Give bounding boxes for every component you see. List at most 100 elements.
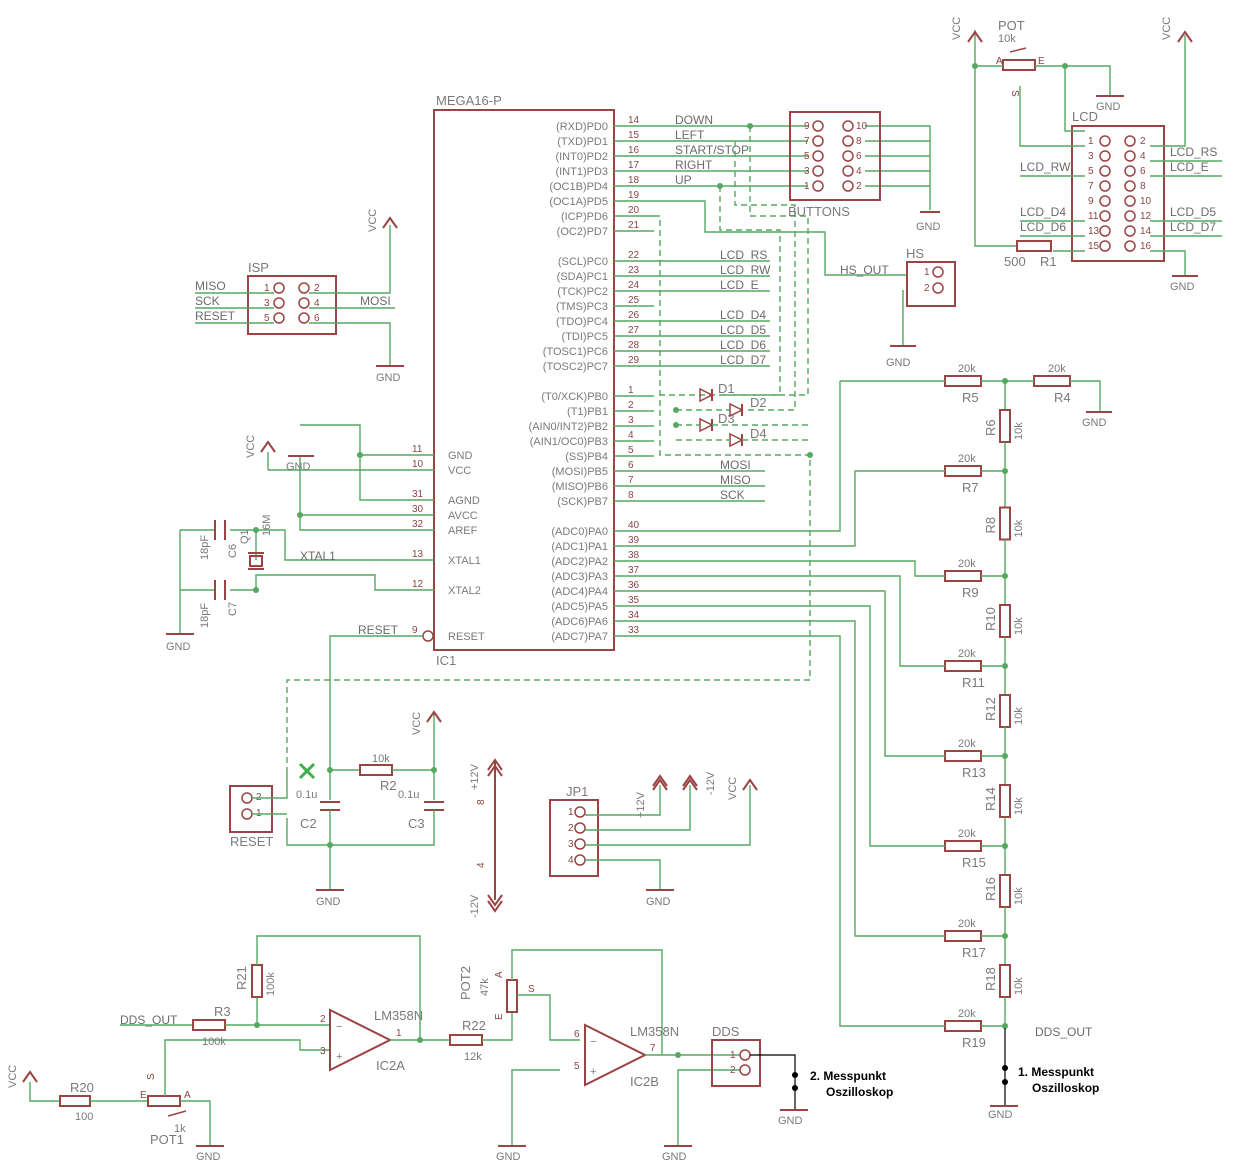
mcu-pin-label: (ADC5)PA5 (551, 601, 608, 613)
svg-text:4: 4 (568, 855, 574, 866)
lcd-pin (1099, 150, 1111, 162)
mcu-pin-label: (TOSC1)PC6 (543, 346, 608, 358)
mcu-pin-number: 18 (628, 175, 640, 186)
c2-name: C2 (300, 816, 317, 831)
ladder-value: 20k (958, 918, 976, 930)
ladder-name: R5 (962, 390, 979, 405)
mcu-pin-label: (SDA)PC1 (557, 271, 608, 283)
r4-name: R4 (1054, 390, 1071, 405)
lcd-pin-number: 16 (1140, 241, 1152, 252)
dds-name: DDS (712, 1024, 740, 1039)
d1-label: D1 (718, 381, 735, 396)
r2-value: 10k (372, 753, 390, 765)
mcu-pin-label: (ADC2)PA2 (551, 556, 608, 568)
mcu-pin-number: 7 (628, 475, 634, 486)
mcu-pin-net: LCD_D7 (720, 353, 766, 367)
ladder-name: R19 (962, 1035, 986, 1050)
svg-text:−: − (336, 1021, 342, 1033)
mcu-pin-number: 39 (628, 535, 640, 546)
mcu-ref: IC1 (436, 653, 456, 668)
reset-net: RESET (358, 623, 399, 637)
mcu-pin-net: SCK (720, 488, 745, 502)
mcu-pin-number: 16 (628, 145, 640, 156)
ladder-name: R7 (962, 480, 979, 495)
dds-out-in: DDS_OUT (120, 1013, 178, 1027)
lcd-name: LCD (1072, 109, 1098, 124)
xtal1-net: XTAL1 (300, 549, 336, 563)
lcd-pin (1124, 150, 1136, 162)
hs-header[interactable]: 12 HS HS_OUT GND (840, 246, 956, 369)
pot-10k[interactable]: GND POT 10k A E S 500 R1 (972, 18, 1124, 269)
mcu-pin-label: XTAL1 (448, 555, 481, 567)
jp1-plus12: +12V (635, 791, 647, 818)
mcu-pin-label: (ADC1)PA1 (551, 541, 608, 553)
lcd-pin (1124, 180, 1136, 192)
mcu-pin-number: 21 (628, 220, 640, 231)
mcu-pin-number: 1 (628, 385, 634, 396)
ladder-v-name: R6 (983, 419, 998, 436)
buttons-pin (842, 150, 854, 162)
ladder-v-value: 10k (1013, 519, 1025, 537)
pot2-name: POT2 (458, 966, 473, 1000)
crystal-section[interactable]: GND 18pF C6 18pF C7 Q1 16M XTAL1 (166, 515, 394, 653)
ladder-resistor-v (999, 506, 1011, 541)
ladder-value: 20k (958, 828, 976, 840)
svg-text:4: 4 (476, 862, 487, 868)
c3-name: C3 (408, 816, 425, 831)
svg-text:A: A (996, 56, 1003, 67)
r21-name: R21 (234, 966, 249, 990)
r1-value: 500 (1004, 254, 1026, 269)
jp1-name: JP1 (566, 784, 588, 799)
messpunkt-1: GND 1. Messpunkt Oszilloskop (988, 1028, 1099, 1121)
lcd-d4-left: LCD_D4 (1020, 205, 1066, 219)
dds-output-stage[interactable]: VCC GND R20 100 E A S 1k POT1 DDS_OUT R3… (7, 935, 893, 1163)
ladder-resistor-h (944, 465, 982, 477)
mess1-gnd: GND (988, 1109, 1013, 1121)
svg-text:7: 7 (650, 1043, 656, 1054)
mcu-pin-label: (OC1B)PD4 (549, 181, 608, 193)
reset-btn-name: RESET (230, 834, 273, 849)
svg-text:2: 2 (314, 283, 320, 294)
jp1-vcc: VCC (727, 777, 739, 800)
hs-name: HS (906, 246, 924, 261)
mcu-pin-label: (ADC3)PA3 (551, 571, 608, 583)
r2r-ladder[interactable]: 20kR520kR720kR920kR1120kR1320kR1520kR172… (944, 363, 1071, 1050)
r20-value: 100 (75, 1111, 93, 1123)
ladder-resistor-h (944, 750, 982, 762)
jp1-header[interactable]: 12 34 JP1 +12V -12V VCC GND (549, 771, 758, 908)
mcu-pin-label: (MOSI)PB5 (552, 466, 608, 478)
svg-text:A: A (494, 971, 505, 978)
svg-text:1: 1 (568, 807, 574, 818)
ladder-name: R11 (962, 675, 985, 690)
buttons-pin-number: 7 (804, 136, 810, 147)
lcd-gnd-label: GND (1170, 281, 1195, 293)
buttons-name: BUTTONS (788, 204, 850, 219)
mcu-pin-number: 19 (628, 190, 640, 201)
mcu-pin-label: AVCC (448, 510, 478, 522)
buttons-pin (842, 120, 854, 132)
svg-text:Oszilloskop: Oszilloskop (826, 1085, 893, 1099)
buttons-pin-number: 10 (856, 121, 868, 132)
mcu-pin-label: (T1)PB1 (567, 406, 608, 418)
svg-text:2: 2 (924, 283, 930, 294)
r22-value: 12k (464, 1051, 482, 1063)
isp-gnd: GND (376, 372, 401, 384)
ladder-name: R17 (962, 945, 986, 960)
mcu-pin-number: 24 (628, 280, 640, 291)
pp-minus12: -12V (469, 894, 481, 918)
lcd-pin (1099, 240, 1111, 252)
ladder-v-value: 10k (1013, 422, 1025, 440)
lcd-pin (1099, 135, 1111, 147)
mcu-pin-number: 40 (628, 520, 640, 531)
buttons-pin (842, 165, 854, 177)
mcu-pin-label: (ICP)PD6 (561, 211, 608, 223)
svg-text:+: + (590, 1066, 596, 1078)
lcd-pin-number: 11 (1088, 211, 1099, 222)
reset-section[interactable]: RESET GND VCC 10k R2 0.1u C2 0.1u C3 21 … (229, 623, 444, 908)
